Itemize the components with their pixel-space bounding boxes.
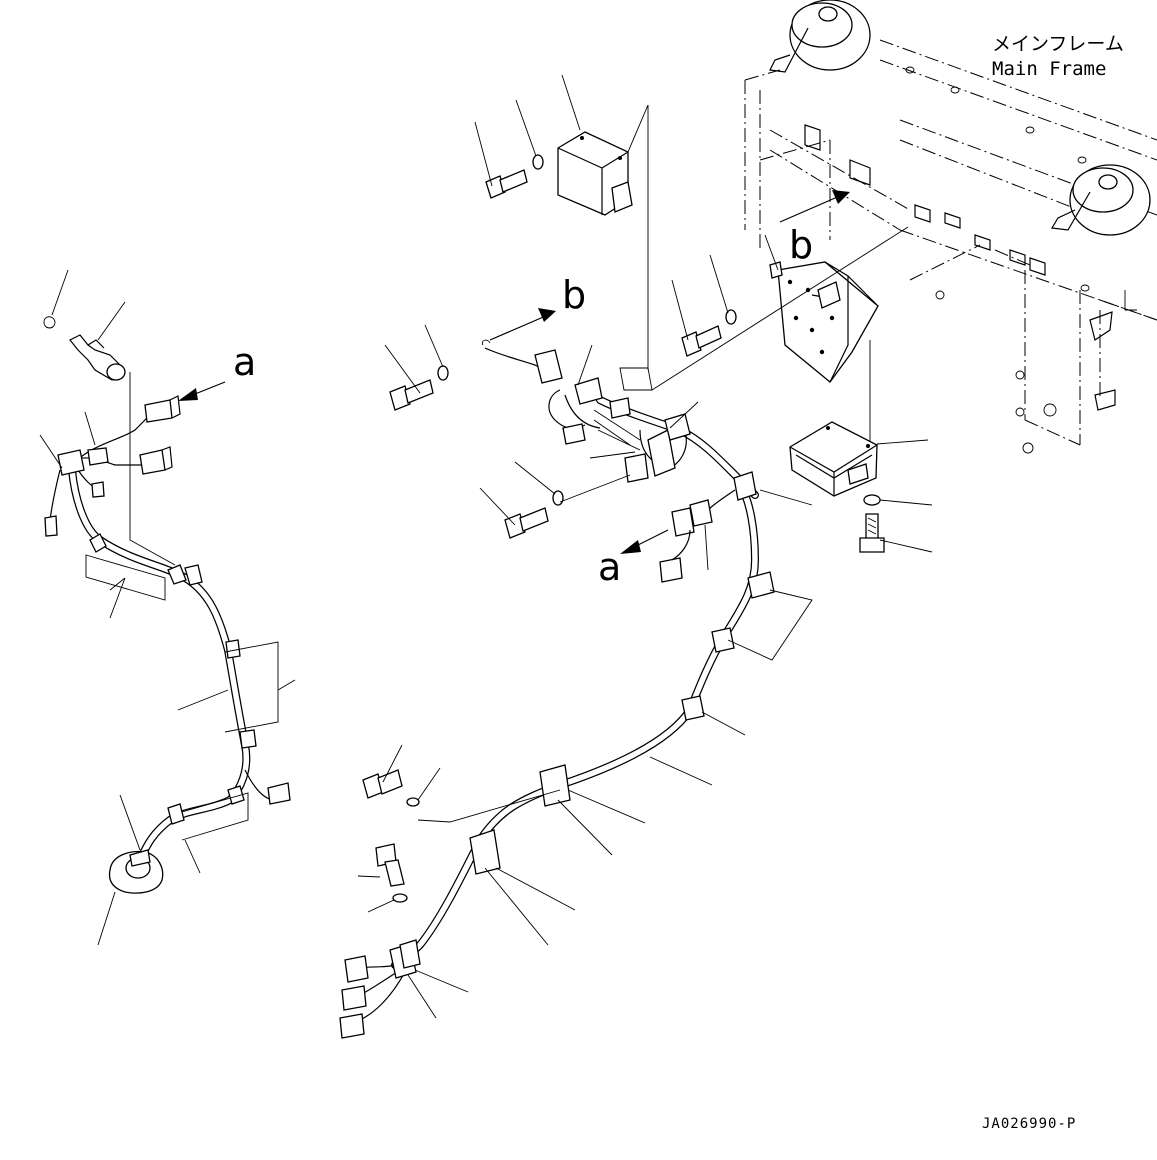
main-frame [744, 0, 1157, 454]
view-label-a-upper: a [233, 340, 256, 384]
bolt-lower-1 [362, 769, 420, 807]
bolt-mid-left [389, 365, 449, 411]
bolt-mid-right [681, 309, 737, 357]
view-arrow-b-top [779, 190, 850, 223]
pulley-left [769, 0, 871, 73]
left-harness [43, 316, 291, 894]
bolt-lower-2 [375, 843, 408, 903]
title-english: Main Frame [992, 58, 1106, 80]
view-label-a-lower: a [598, 545, 621, 589]
bolt-top [485, 154, 544, 199]
pulley-right [1051, 164, 1151, 236]
sensor-left [69, 334, 126, 381]
title-japanese: メインフレーム [992, 33, 1124, 55]
view-arrow-a-center [620, 529, 669, 554]
leader-lines [39, 74, 933, 1019]
view-arrow-b-mid [489, 308, 556, 341]
connector-left-1 [144, 395, 181, 423]
main-harness [339, 471, 775, 1039]
connector-left-bottom [108, 849, 164, 894]
control-box-top [557, 131, 633, 216]
center-upper-assembly [389, 131, 759, 539]
view-label-b-upper: b [562, 273, 586, 317]
view-arrow-a-left [178, 381, 226, 401]
controller-unit [789, 421, 885, 553]
view-label-b-lower: b [789, 223, 813, 267]
connector-left-2 [139, 446, 173, 475]
bolt-mid-lower [504, 490, 564, 539]
frame-holes [905, 66, 1090, 454]
drawing-code: JA026990-P [982, 1116, 1076, 1132]
mounting-bracket [769, 261, 879, 383]
